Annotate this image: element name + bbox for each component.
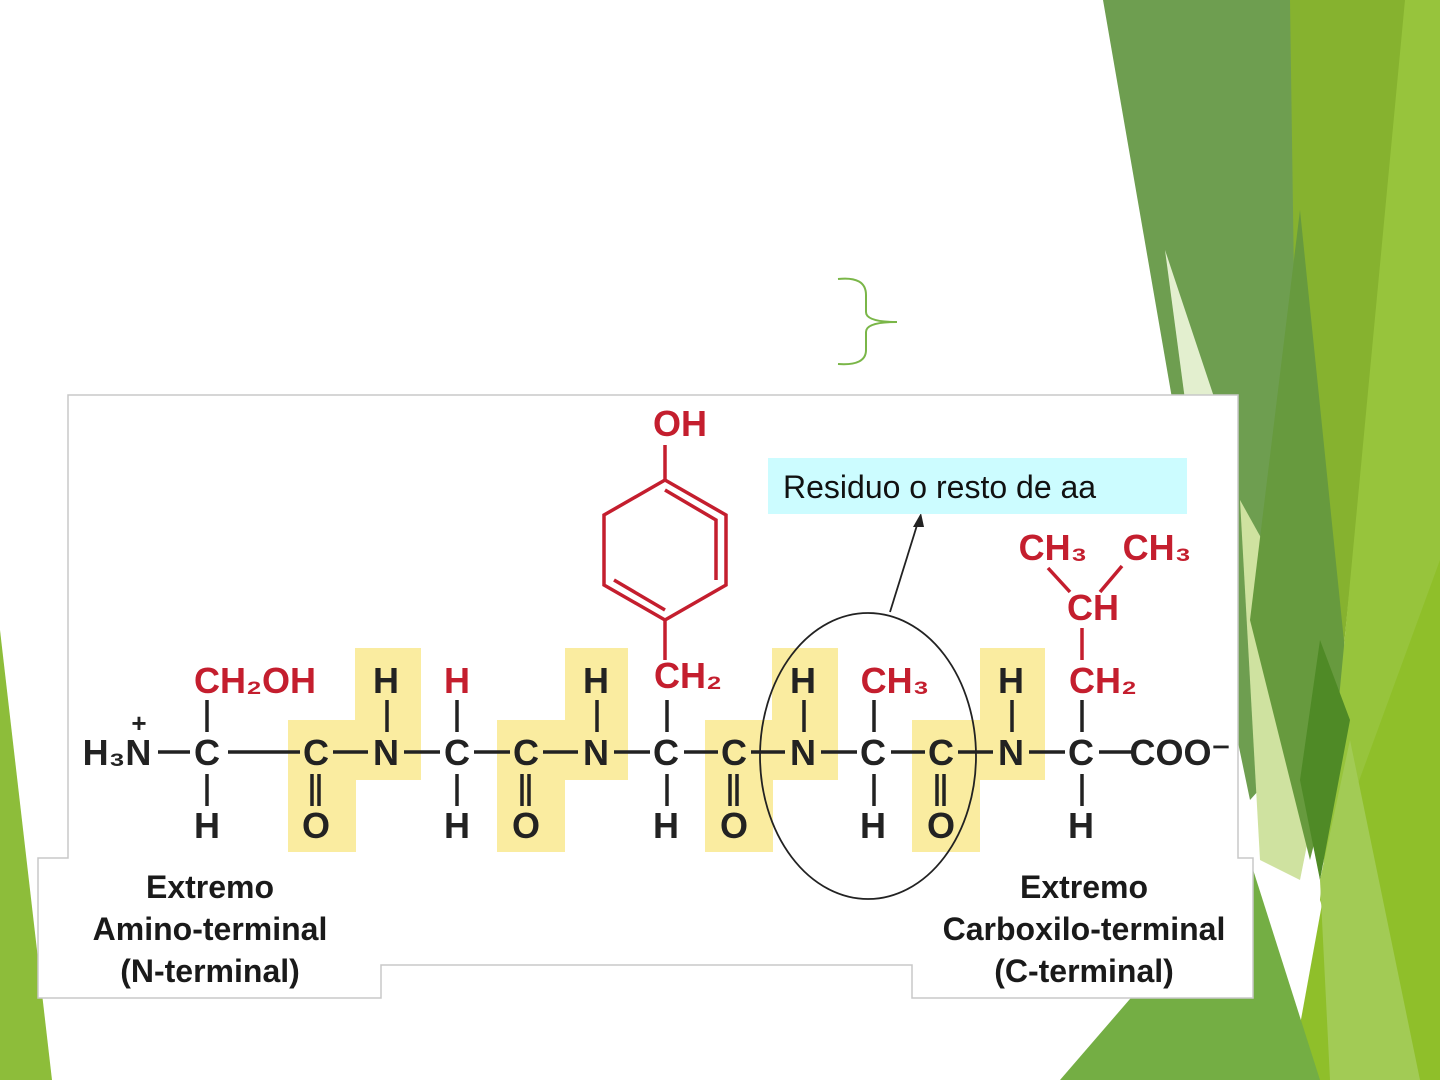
serine-side-chain: CH₂OH bbox=[194, 660, 316, 701]
carbonyl-carbon: C bbox=[303, 732, 329, 773]
alpha-carbon: C bbox=[194, 732, 220, 773]
caption-line: Amino-terminal bbox=[93, 911, 328, 947]
alanine-side-chain: CH₃ bbox=[861, 660, 930, 701]
caption-line: (C-terminal) bbox=[994, 953, 1174, 989]
peptide-bond-highlights bbox=[288, 648, 1045, 852]
hydrogen: H bbox=[653, 805, 679, 846]
amide-nitrogen: N bbox=[790, 732, 816, 773]
leucine-ch: CH bbox=[1067, 587, 1119, 628]
bonds bbox=[158, 700, 1135, 806]
carbonyl-carbon: C bbox=[928, 732, 954, 773]
hydrogen: H bbox=[583, 660, 609, 701]
amide-nitrogen: N bbox=[373, 732, 399, 773]
hydrogen: H bbox=[1068, 805, 1094, 846]
glycine-side-chain: H bbox=[444, 660, 470, 701]
hydrogen: H bbox=[790, 660, 816, 701]
n-terminal-caption: Extremo Amino-terminal (N-terminal) bbox=[93, 869, 328, 989]
alpha-carbon: C bbox=[860, 732, 886, 773]
tyrosine-ch2: CH₂ bbox=[654, 655, 722, 696]
amide-nitrogen: N bbox=[583, 732, 609, 773]
amide-nitrogen: N bbox=[998, 732, 1024, 773]
carboxylate: COO⁻ bbox=[1129, 732, 1230, 773]
leucine-ch3: CH₃ bbox=[1123, 527, 1192, 568]
residue-label-box bbox=[768, 458, 1187, 514]
hydrogen: H bbox=[194, 805, 220, 846]
residue-label: Residuo o resto de aa bbox=[783, 469, 1096, 505]
structural-formula: H₃N + C H CH₂OH C O N H C H H C O N H C … bbox=[83, 403, 1231, 846]
tyrosine-hydroxyl: OH bbox=[653, 403, 707, 444]
hydrogen: H bbox=[373, 660, 399, 701]
hydrogen: H bbox=[860, 805, 886, 846]
alpha-carbon: C bbox=[444, 732, 470, 773]
hydrogen: H bbox=[998, 660, 1024, 701]
curly-bracket bbox=[837, 277, 898, 366]
oxygen: O bbox=[302, 805, 330, 846]
leucine-ch3: CH₃ bbox=[1019, 527, 1088, 568]
oxygen: O bbox=[720, 805, 748, 846]
positive-charge: + bbox=[131, 708, 146, 738]
side-chain-bonds bbox=[602, 445, 1124, 660]
carbonyl-carbon: C bbox=[513, 732, 539, 773]
residue-arrow bbox=[889, 521, 919, 613]
n-terminus-amine: H₃N bbox=[83, 732, 152, 773]
caption-line: Extremo bbox=[1020, 869, 1148, 905]
carbonyl-carbon: C bbox=[721, 732, 747, 773]
alpha-carbon: C bbox=[653, 732, 679, 773]
c-terminal-caption: Extremo Carboxilo-terminal (C-terminal) bbox=[943, 869, 1226, 989]
hydrogen: H bbox=[444, 805, 470, 846]
caption-line: (N-terminal) bbox=[120, 953, 300, 989]
oxygen: O bbox=[927, 805, 955, 846]
oxygen: O bbox=[512, 805, 540, 846]
residue-circle bbox=[759, 612, 977, 900]
arrow-head-icon bbox=[913, 513, 924, 527]
caption-line: Carboxilo-terminal bbox=[943, 911, 1226, 947]
caption-line: Extremo bbox=[146, 869, 274, 905]
leucine-ch2: CH₂ bbox=[1069, 660, 1137, 701]
alpha-carbon: C bbox=[1068, 732, 1094, 773]
